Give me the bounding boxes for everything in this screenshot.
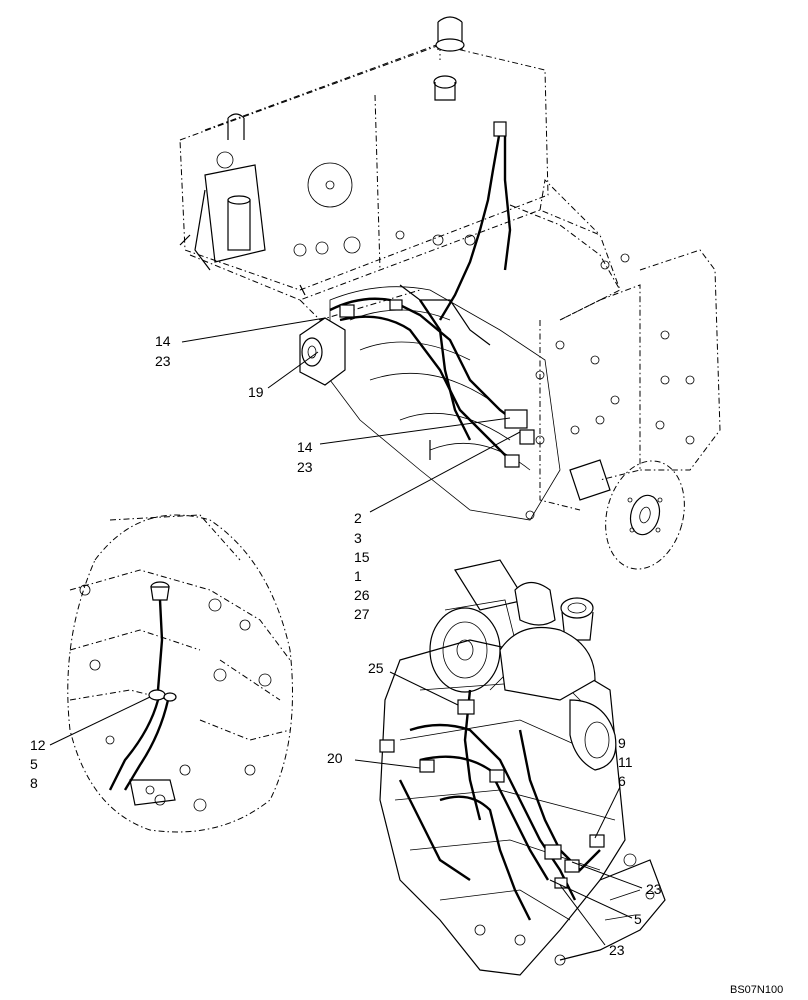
detail-view-left (67, 514, 293, 833)
leader-lines (49, 317, 643, 946)
engine-assembly (379, 559, 666, 976)
callout-line: 3 (354, 530, 362, 546)
callout-14-23-middle: 14 23 (297, 439, 316, 475)
callout-line: 14 (297, 439, 313, 455)
callout-line: 8 (30, 775, 38, 791)
callout-12-5-8: 12 5 8 (30, 737, 49, 791)
callout-line: 23 (155, 353, 171, 369)
callout-5-right: 5 (634, 911, 642, 927)
callout-25: 25 (368, 660, 384, 676)
callout-14-23-upper: 14 23 (155, 333, 174, 369)
callouts: 14 23 19 14 23 2 3 15 1 26 27 12 5 8 25 … (30, 333, 662, 958)
callout-19: 19 (248, 384, 264, 400)
callout-line: 27 (354, 606, 370, 622)
callout-line: 23 (297, 459, 313, 475)
callout-line: 19 (248, 384, 264, 400)
callout-line: 12 (30, 737, 46, 753)
callout-23-right: 23 (646, 881, 662, 897)
callout-line: 9 (618, 735, 626, 751)
callout-line: 15 (354, 549, 370, 565)
callout-20: 20 (327, 750, 343, 766)
callout-line: 23 (646, 881, 662, 897)
chassis-assembly (179, 16, 721, 570)
reference-code: BS07N100 (730, 984, 783, 996)
callout-9-11-6: 9 11 6 (618, 735, 636, 789)
callout-line: 26 (354, 587, 370, 603)
callout-line: 5 (30, 756, 38, 772)
callout-line: 20 (327, 750, 343, 766)
callout-line: 11 (618, 754, 633, 770)
callout-line: 6 (618, 773, 626, 789)
callout-23-bottom: 23 (609, 942, 625, 958)
callout-line: 1 (354, 568, 362, 584)
callout-line: 5 (634, 911, 642, 927)
callout-line: 2 (354, 510, 362, 526)
callout-line: 25 (368, 660, 384, 676)
callout-harness-group: 2 3 15 1 26 27 (354, 510, 373, 622)
callout-line: 23 (609, 942, 625, 958)
callout-line: 14 (155, 333, 171, 349)
